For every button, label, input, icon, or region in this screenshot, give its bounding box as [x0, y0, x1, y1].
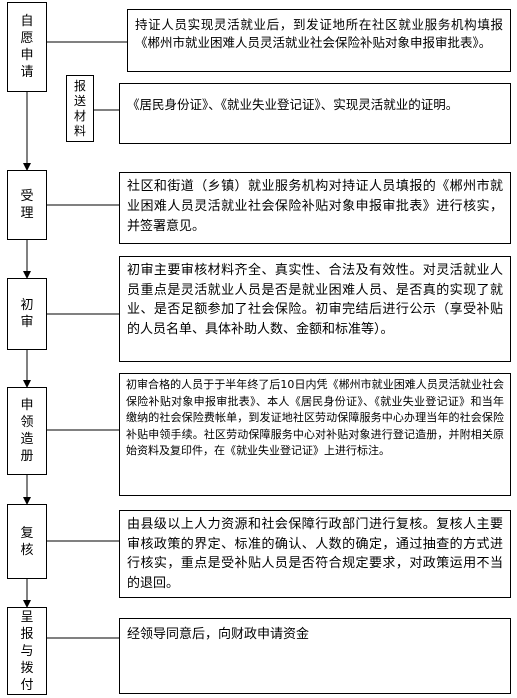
step-label-apply: 自愿申请	[20, 14, 34, 80]
step-description-preliminary-review: 初审主要审核材料齐全、真实性、合法及有效性。对灵活就业人员重点是灵活就业人员是否…	[119, 256, 511, 362]
step-box-recheck: 复核	[7, 504, 47, 579]
materials-label: 报送材料	[73, 79, 86, 138]
step-text-recheck: 由县级以上人力资源和社会保障行政部门进行复核。复核人主要审核政策的界定、标准的确…	[127, 517, 503, 591]
step-label-preliminary-review: 初审	[20, 298, 34, 330]
step-label-accept: 受理	[20, 189, 34, 221]
step-description-register: 初审合格的人员于于半年终了后10日内凭《郴州市就业困难人员灵活就业社会保险补贴对…	[119, 373, 511, 496]
step-label-recheck: 复核	[20, 525, 34, 558]
step-box-preliminary-review: 初审	[7, 278, 47, 350]
step-box-register: 申领造册	[7, 387, 47, 475]
step-description-apply: 持证人员实现灵活就业后，到发证地所在社区就业服务机构填报《郴州市就业困难人员灵活…	[127, 9, 511, 72]
step-description-recheck: 由县级以上人力资源和社会保障行政部门进行复核。复核人主要审核政策的界定、标准的确…	[119, 510, 511, 598]
step-label-submit-pay: 呈报与拨付	[20, 609, 34, 693]
step-description-submit-pay: 经领导同意后，向财政申请资金	[119, 618, 511, 694]
step-text-accept: 社区和街道（乡镇）就业服务机构对持证人员填报的《郴州市就业困难人员灵活就业社会保…	[127, 179, 503, 234]
step-description-accept: 社区和街道（乡镇）就业服务机构对持证人员填报的《郴州市就业困难人员灵活就业社会保…	[119, 172, 511, 244]
step-text-submit-pay: 经领导同意后，向财政申请资金	[127, 627, 310, 642]
step-label-register: 申领造册	[20, 398, 34, 464]
step-text-preliminary-review: 初审主要审核材料齐全、真实性、合法及有效性。对灵活就业人员重点是灵活就业人员是否…	[127, 263, 503, 337]
step-text-apply: 持证人员实现灵活就业后，到发证地所在社区就业服务机构填报《郴州市就业困难人员灵活…	[135, 17, 503, 50]
step-box-submit-pay: 呈报与拨付	[7, 607, 47, 695]
step-box-apply: 自愿申请	[7, 2, 47, 92]
step-text-register: 初审合格的人员于于半年终了后10日内凭《郴州市就业困难人员灵活就业社会保险补贴对…	[126, 378, 504, 457]
materials-text: 《居民身份证》、《就业失业登记证》、实现灵活就业的证明。	[127, 97, 459, 112]
materials-box: 报送材料	[66, 75, 94, 142]
step-box-accept: 受理	[7, 170, 47, 240]
materials-description: 《居民身份证》、《就业失业登记证》、实现灵活就业的证明。	[119, 83, 511, 144]
